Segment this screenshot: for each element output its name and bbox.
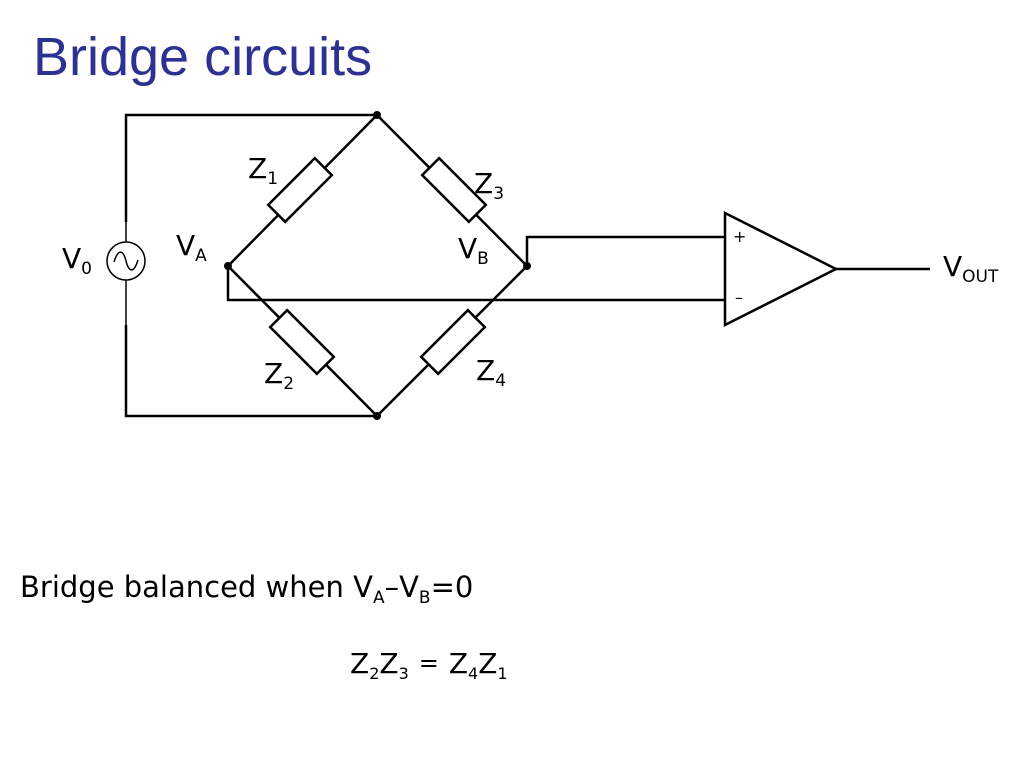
page-title: Bridge circuits bbox=[33, 27, 373, 87]
impedance-z2 bbox=[268, 308, 336, 376]
label-z1: Z1 bbox=[248, 152, 279, 189]
wire-va-to-minus bbox=[226, 266, 725, 302]
wire-vb-to-plus bbox=[525, 235, 725, 266]
label-va: VA bbox=[176, 229, 207, 266]
label-z2: Z2 bbox=[264, 357, 295, 394]
wire-source-bottom bbox=[124, 325, 377, 418]
opamp-minus-sign: – bbox=[735, 288, 743, 307]
label-vb: VB bbox=[458, 232, 489, 269]
label-z3: Z3 bbox=[474, 167, 505, 204]
balance-equation: Z2Z3=Z4Z1 bbox=[350, 647, 508, 683]
ac-source-icon bbox=[106, 241, 146, 281]
balance-caption: Bridge balanced when VA–VB=0 bbox=[20, 570, 474, 608]
opamp-triangle bbox=[723, 210, 839, 328]
wire-source-top bbox=[124, 113, 377, 222]
impedance-z3 bbox=[420, 156, 488, 224]
label-v0: V0 bbox=[62, 242, 92, 279]
impedance-z4 bbox=[419, 308, 487, 376]
impedance-z1 bbox=[266, 156, 334, 224]
label-vout: VOUT bbox=[943, 250, 999, 287]
junction-va bbox=[224, 262, 232, 270]
label-z4: Z4 bbox=[476, 354, 507, 391]
junction-bottom bbox=[373, 412, 381, 420]
junction-top bbox=[373, 111, 381, 119]
opamp-plus-sign: + bbox=[733, 227, 747, 246]
junction-vb bbox=[523, 262, 531, 270]
